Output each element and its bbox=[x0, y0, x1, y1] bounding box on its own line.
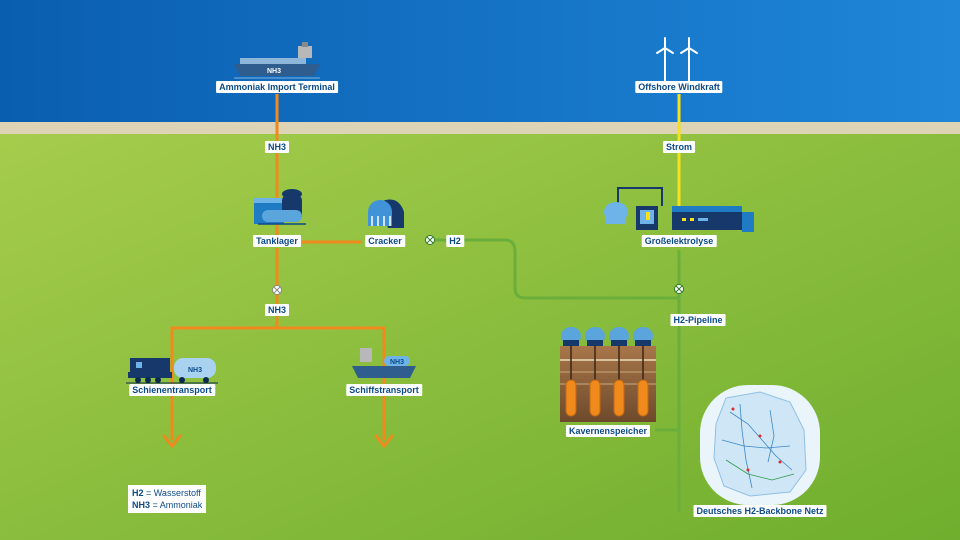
electrolysis-label: Großelektrolyse bbox=[641, 235, 717, 247]
cracker-label: Cracker bbox=[365, 235, 405, 247]
tanker-ship-icon: NH3 bbox=[234, 42, 320, 79]
ship-transport-label: Schiffstransport bbox=[346, 384, 422, 396]
train-icon: NH3 bbox=[126, 358, 218, 384]
valve-icon bbox=[674, 284, 684, 294]
offshore-wind-label: Offshore Windkraft bbox=[635, 81, 723, 93]
legend: H2 = Wasserstoff NH3 = Ammoniak bbox=[128, 485, 207, 513]
nh3-label-mid: NH3 bbox=[264, 304, 290, 316]
electrolysis-plant-icon bbox=[604, 187, 754, 232]
backbone-label: Deutsches H2-Backbone Netz bbox=[693, 505, 827, 517]
nh3-label-top: NH3 bbox=[264, 141, 290, 153]
legend-nh3-text: = Ammoniak bbox=[150, 500, 203, 510]
cavern-label: Kavernenspeicher bbox=[565, 425, 651, 437]
cavern-storage-icon bbox=[560, 327, 656, 422]
germany-map-icon bbox=[700, 385, 820, 505]
beach bbox=[0, 122, 960, 134]
cracker-plant-icon bbox=[368, 199, 404, 228]
land bbox=[0, 134, 960, 540]
valve-icon bbox=[272, 285, 282, 295]
rail-tank-text: NH3 bbox=[188, 367, 202, 374]
legend-row-h2: H2 = Wasserstoff bbox=[132, 487, 202, 499]
barge-icon: NH3 bbox=[352, 348, 416, 378]
rail-label: Schienentransport bbox=[129, 384, 215, 396]
legend-nh3-symbol: NH3 bbox=[132, 500, 151, 510]
tank-storage-label: Tanklager bbox=[253, 235, 301, 247]
valve-icon bbox=[425, 235, 435, 245]
power-label: Strom bbox=[662, 141, 696, 153]
ship-hull-text: NH3 bbox=[267, 68, 281, 75]
arrow-down-icon bbox=[162, 434, 394, 449]
storage-tank-icon bbox=[254, 189, 306, 225]
pipeline-label: H2-Pipeline bbox=[670, 314, 726, 326]
import-terminal-label: Ammoniak Import Terminal bbox=[216, 81, 338, 93]
barge-text: NH3 bbox=[390, 359, 404, 366]
legend-h2-text: = Wasserstoff bbox=[143, 488, 201, 498]
wind-turbine-icon bbox=[656, 37, 698, 83]
legend-row-nh3: NH3 = Ammoniak bbox=[132, 499, 202, 511]
legend-h2-symbol: H2 bbox=[132, 488, 144, 498]
h2-small-label: H2 bbox=[446, 235, 464, 247]
sea bbox=[0, 0, 960, 122]
